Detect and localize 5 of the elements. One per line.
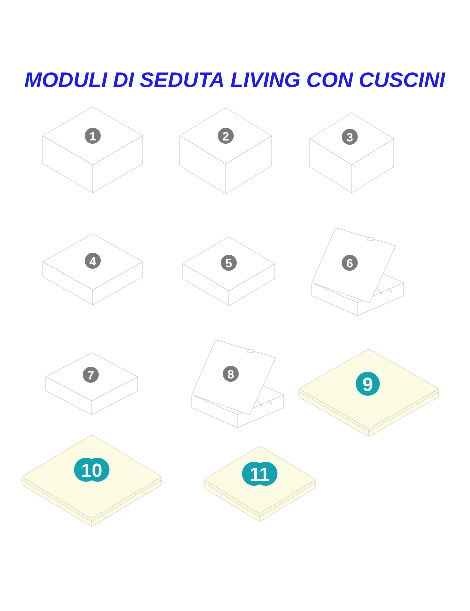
number-badge: 11 xyxy=(242,462,278,486)
number-badge: 10 xyxy=(74,458,110,482)
number-badge: 7 xyxy=(83,367,99,383)
title: MODULI DI SEDUTA LIVING CON CUSCINI xyxy=(24,72,446,88)
number-badge: 5 xyxy=(221,255,237,271)
